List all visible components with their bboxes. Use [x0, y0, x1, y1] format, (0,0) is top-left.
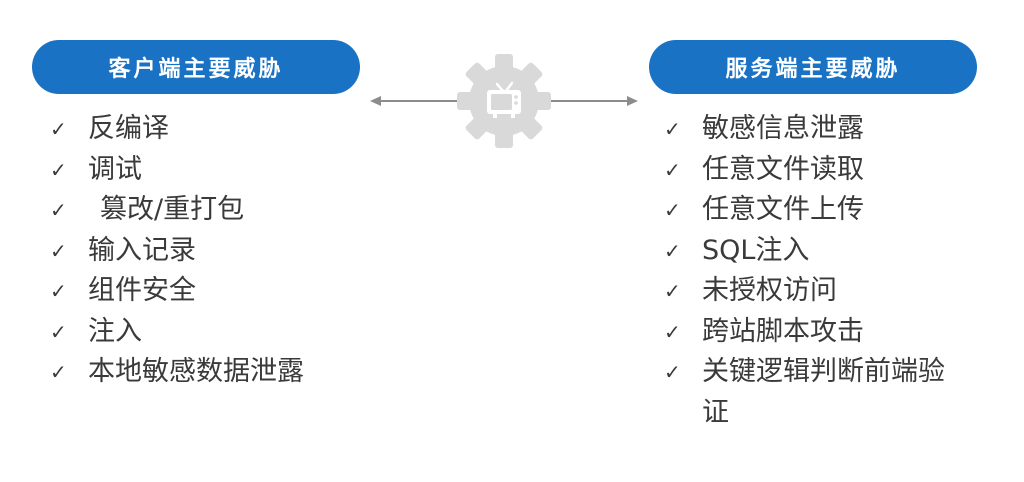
list-item-label: 注入 [88, 315, 142, 347]
check-icon: ✓ [664, 117, 681, 141]
list-item-label: 敏感信息泄露 [702, 113, 864, 144]
list-item: ✓ 未授权访问 [664, 271, 957, 312]
check-icon: ✓ [664, 157, 681, 182]
check-icon: ✓ [50, 238, 67, 263]
list-item-label: SQL注入 [702, 234, 810, 266]
server-threats-title: 服务端主要威胁 [725, 57, 901, 82]
check-icon: ✓ [50, 198, 67, 222]
list-item: ✓ 反编译 [50, 109, 304, 150]
check-icon: ✓ [664, 238, 681, 263]
list-item-label: 未授权访问 [702, 275, 837, 306]
client-threats-header: 客户端主要威胁 [32, 40, 360, 94]
check-icon: ✓ [50, 360, 67, 384]
list-item: ✓ 组件安全 [50, 271, 304, 312]
list-item: ✓ 篡改/重打包 [50, 190, 304, 231]
gear-tv-icon [457, 54, 551, 148]
list-item: ✓ 任意文件上传 [664, 190, 957, 231]
check-icon: ✓ [664, 198, 681, 222]
list-item: ✓ 调试 [50, 150, 304, 191]
list-item: ✓ 敏感信息泄露 [664, 109, 957, 150]
list-item-label: 输入记录 [88, 234, 196, 266]
list-item: ✓ SQL注入 [664, 231, 957, 272]
list-item-label: 篡改/重打包 [100, 194, 245, 225]
list-item-label: 本地敏感数据泄露 [88, 356, 304, 387]
check-icon: ✓ [50, 319, 67, 344]
client-threats-title: 客户端主要威胁 [108, 57, 284, 82]
list-item: ✓ 关键逻辑判断前端验证 [664, 352, 957, 433]
check-icon: ✓ [664, 319, 681, 344]
list-item: ✓ 任意文件读取 [664, 150, 957, 191]
check-icon: ✓ [50, 117, 67, 141]
list-item-label: 跨站脚本攻击 [702, 315, 864, 347]
server-threats-header: 服务端主要威胁 [649, 40, 977, 94]
list-item: ✓ 输入记录 [50, 231, 304, 272]
check-icon: ✓ [664, 279, 681, 303]
list-item: ✓ 跨站脚本攻击 [664, 312, 957, 353]
tv-icon [487, 81, 521, 118]
list-item-label: 关键逻辑判断前端验证 [702, 356, 945, 428]
list-item: ✓ 本地敏感数据泄露 [50, 352, 304, 393]
client-threats-list: ✓ 反编译 ✓ 调试 ✓ 篡改/重打包 ✓ 输入记录 ✓ 组件安全 ✓ 注入 ✓ 本地敏感数据… [50, 109, 304, 393]
check-icon: ✓ [50, 157, 67, 182]
list-item-label: 反编译 [88, 113, 169, 144]
list-item-label: 任意文件读取 [702, 153, 864, 185]
list-item: ✓ 注入 [50, 312, 304, 353]
check-icon: ✓ [50, 279, 67, 303]
server-threats-list: ✓ 敏感信息泄露 ✓ 任意文件读取 ✓ 任意文件上传 ✓ SQL注入 ✓ 未授权访问 ✓ 跨… [664, 109, 957, 433]
list-item-label: 任意文件上传 [702, 194, 864, 225]
list-item-label: 组件安全 [88, 275, 196, 306]
list-item-label: 调试 [88, 153, 142, 185]
check-icon: ✓ [664, 360, 681, 384]
